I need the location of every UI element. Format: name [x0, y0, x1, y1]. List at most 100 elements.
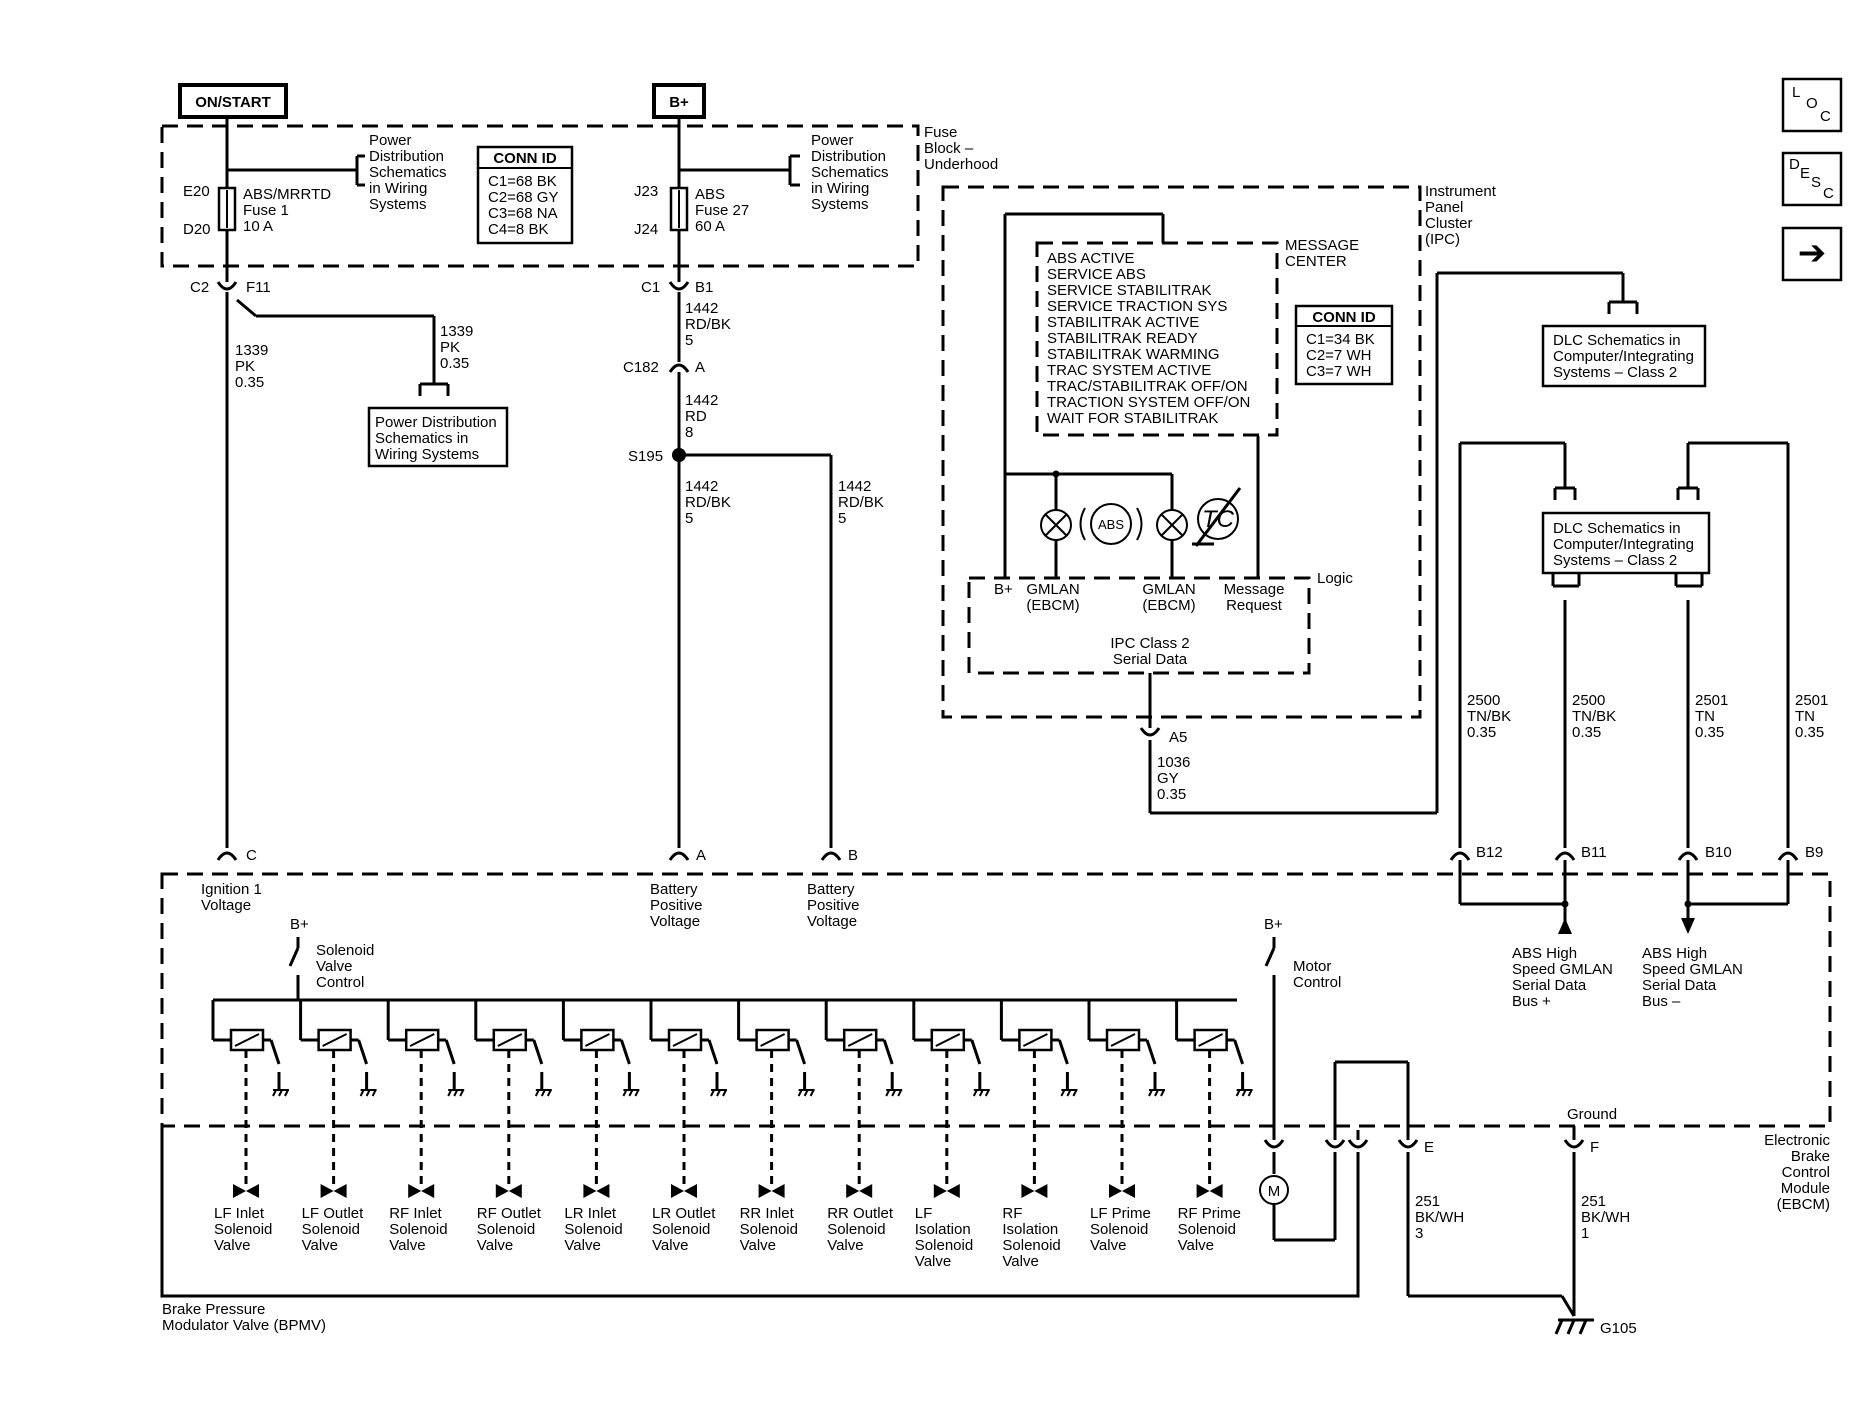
- s195-label: S195: [628, 448, 663, 465]
- messages-line: TRACTION SYSTEM OFF/ON: [1047, 394, 1250, 411]
- valve-label: Solenoid: [740, 1221, 798, 1238]
- w1442b-line: 1442: [685, 392, 718, 409]
- w1442a-line: 5: [685, 332, 693, 349]
- w1036-line: 1036: [1157, 754, 1190, 771]
- valve-label: Valve: [564, 1237, 600, 1254]
- messages-line: SERVICE ABS: [1047, 266, 1146, 283]
- svg-text:B10: B10: [1705, 844, 1732, 861]
- messages-line: TRAC SYSTEM ACTIVE: [1047, 362, 1211, 379]
- w2501b-line: 0.35: [1795, 724, 1824, 741]
- messages-line: STABILITRAK WARMING: [1047, 346, 1220, 363]
- valve-icon: [758, 1184, 772, 1198]
- conn2-rows-line: C3=7 WH: [1306, 363, 1371, 380]
- dlc-top-text-line: DLC Schematics in: [1553, 332, 1681, 349]
- fuse1-label-line: 10 A: [243, 218, 273, 235]
- w2501b-line: TN: [1795, 708, 1815, 725]
- dlc-top-text-line: Systems – Class 2: [1553, 364, 1677, 381]
- svg-text:CONN ID: CONN ID: [493, 150, 557, 167]
- batt2-label-line: Battery: [807, 881, 855, 898]
- ipc-label-line: Cluster: [1425, 215, 1473, 232]
- fuse-block-outline: [160, 124, 920, 268]
- batt1-label-line: Battery: [650, 881, 698, 898]
- next-button[interactable]: ➔: [1781, 226, 1843, 282]
- abs-symbol-icon: ABS: [1079, 503, 1143, 545]
- valve-icon: [408, 1184, 422, 1198]
- w2500a-line: 2500: [1467, 692, 1500, 709]
- c182-label: C182: [623, 359, 659, 376]
- ebcm-connector-b9: B9: [1777, 844, 1823, 861]
- abs-lamp-icon: [1040, 509, 1072, 541]
- valve-label: Solenoid: [214, 1221, 272, 1238]
- valve-label: RF: [1002, 1205, 1022, 1222]
- gmlan-minus-line: Bus –: [1642, 993, 1681, 1010]
- a5-label: A5: [1169, 729, 1187, 746]
- c1-label: C1: [641, 279, 660, 296]
- solenoid-driver-1: [211, 1000, 289, 1184]
- connector-c2-f11: [216, 281, 238, 291]
- svg-text:B11: B11: [1581, 844, 1607, 861]
- pd-right-line: Systems: [811, 196, 869, 213]
- valve-icon: [846, 1184, 860, 1198]
- valve-label: LF Outlet: [302, 1205, 365, 1222]
- valve-label: LF Prime: [1090, 1205, 1151, 1222]
- valve-label: Solenoid: [389, 1221, 447, 1238]
- solenoid-driver-9: [912, 1000, 990, 1184]
- w251a-line: 3: [1415, 1225, 1423, 1242]
- desc-button[interactable]: D E S C: [1781, 151, 1843, 207]
- svg-text:A: A: [696, 847, 706, 864]
- valve-label: Solenoid: [827, 1221, 885, 1238]
- valve-label: LR Inlet: [564, 1205, 617, 1222]
- valve-icon: [933, 1184, 947, 1198]
- valve-label: Solenoid: [652, 1221, 710, 1238]
- gmlan1-line: GMLAN: [1026, 581, 1079, 598]
- solenoid-driver-10: [999, 1000, 1078, 1184]
- svg-text:O: O: [1806, 95, 1818, 112]
- bpmv-label-line: Brake Pressure: [162, 1301, 265, 1318]
- loc-button[interactable]: L O C: [1781, 77, 1843, 133]
- w1442c-line: RD/BK: [685, 494, 731, 511]
- svg-text:B9: B9: [1805, 844, 1823, 861]
- valve-label: RR Inlet: [740, 1205, 795, 1222]
- messages-line: STABILITRAK ACTIVE: [1047, 314, 1199, 331]
- valve-icon: [583, 1184, 597, 1198]
- valve-label: Valve: [652, 1237, 688, 1254]
- w2500b-line: TN/BK: [1572, 708, 1616, 725]
- w2501a-line: 2501: [1695, 692, 1728, 709]
- valve-icon: [1021, 1184, 1035, 1198]
- dlc-schematics-mid: DLC Schematics inComputer/IntegratingSys…: [1541, 511, 1711, 575]
- w1442d-line: 5: [838, 510, 846, 527]
- svg-text:D: D: [1789, 156, 1800, 173]
- valve-label: Valve: [1002, 1253, 1038, 1270]
- valve-label: LF Inlet: [214, 1205, 265, 1222]
- ebcm-label-line: Control: [1782, 1164, 1830, 1181]
- ebcm-label-line: Brake: [1791, 1148, 1830, 1165]
- messages-line: ABS ACTIVE: [1047, 250, 1135, 267]
- pd-left-line: Schematics: [369, 164, 447, 181]
- conn1-rows-line: C4=8 BK: [488, 221, 548, 238]
- messages-line: STABILITRAK READY: [1047, 330, 1198, 347]
- connector-e: [1397, 1139, 1419, 1149]
- fuse2-bottom-pin: J24: [634, 221, 658, 238]
- gmlan-plus-line: Bus +: [1512, 993, 1551, 1010]
